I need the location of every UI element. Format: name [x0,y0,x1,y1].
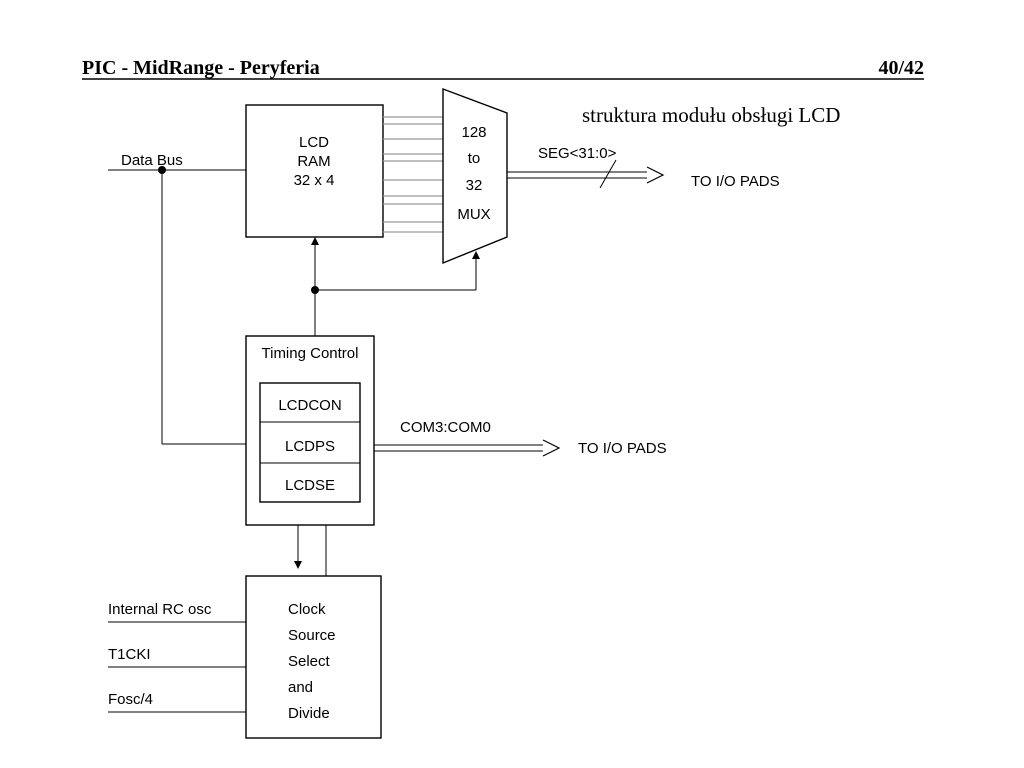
mux-line: 32 [466,177,483,194]
lcd-ram-block: LCD RAM 32 x 4 [245,104,384,238]
ram-to-mux-lines [383,116,443,233]
mux-line: MUX [457,206,490,223]
com-label: COM3:COM0 [400,419,491,436]
clock-block-line: Divide [288,705,330,722]
timing-to-ram-mux [311,237,480,336]
page-header: PIC - MidRange - Peryferia 40/42 [82,57,924,80]
clock-input-internal-rc: Internal RC osc [108,601,212,618]
diagram-caption: struktura modułu obsługi LCD [582,103,840,127]
bus-slash-icon [599,159,617,189]
seg-arrow-icon [646,166,665,184]
slide-title: PIC - MidRange - Peryferia [82,57,320,79]
data-bus-label: Data Bus [121,152,183,169]
lcd-ram-line: RAM [297,153,330,170]
com-output-label: TO I/O PADS [578,440,667,457]
clock-input-t1cki: T1CKI [108,646,151,663]
clock-block-line: Source [288,627,336,644]
clock-block-line: Clock [288,601,326,618]
seg-output-bus: SEG<31:0> TO I/O PADS [507,145,780,190]
seg-output-label: TO I/O PADS [691,173,780,190]
control-junction-dot [311,286,319,294]
mux-line: to [468,150,481,167]
clock-block-line: and [288,679,313,696]
clock-input-fosc4: Fosc/4 [108,691,153,708]
register-lcdps: LCDPS [285,438,335,455]
seg-label: SEG<31:0> [538,145,617,162]
clock-block-line: Select [288,653,331,670]
register-lcdcon: LCDCON [278,397,341,414]
com-output-bus: COM3:COM0 TO I/O PADS [374,419,667,457]
lcd-ram-line: LCD [299,134,329,151]
com-arrow-icon [542,439,561,457]
register-lcdse: LCDSE [285,477,335,494]
clock-inputs: Internal RC osc T1CKI Fosc/4 [108,601,246,713]
page-number: 40/42 [878,57,924,79]
lcd-ram-line: 32 x 4 [294,172,335,189]
timing-control-label: Timing Control [262,345,359,362]
bus-junction-dot [158,166,166,174]
timing-clock-links [294,525,327,576]
mux-line: 128 [461,124,486,141]
data-bus: Data Bus [108,152,246,445]
clock-source-block: Clock Source Select and Divide [245,575,382,739]
mux-block: 128 to 32 MUX [442,87,508,265]
timing-control-block: Timing Control LCDCON LCDPS LCDSE [245,335,375,526]
